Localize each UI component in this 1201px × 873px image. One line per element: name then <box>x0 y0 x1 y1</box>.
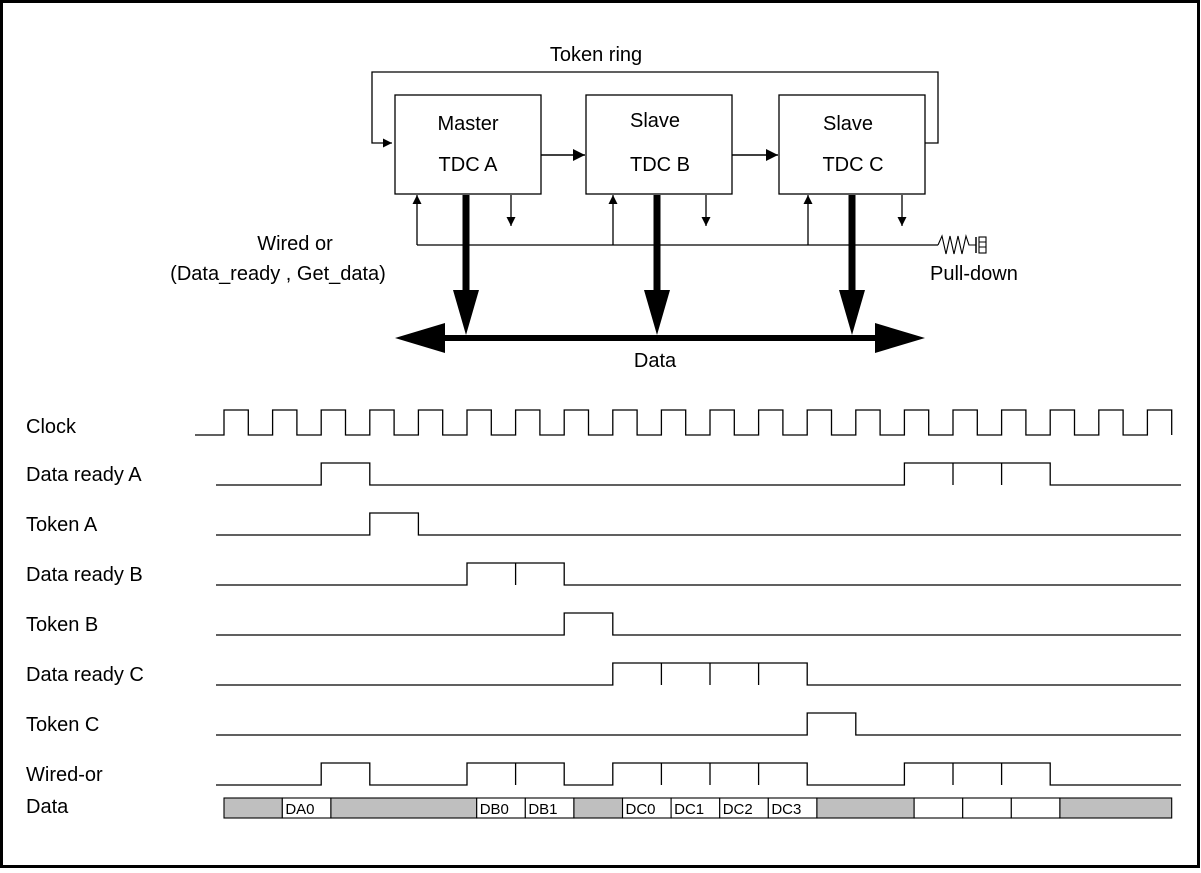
signal-label: Token C <box>26 714 99 736</box>
data-cell <box>573 797 624 819</box>
data-cell-label: DB1 <box>528 801 557 818</box>
tdc-b-box <box>585 94 733 195</box>
data-bus-label: Data <box>634 350 677 372</box>
data-cell <box>1059 797 1173 819</box>
data-cell <box>330 797 478 819</box>
signal-wave <box>216 562 1181 586</box>
wired-or-label: Wired or <box>257 233 333 255</box>
tdc-c-name: TDC C <box>822 154 883 176</box>
signal-wave <box>216 512 1181 536</box>
data-bus-right-head <box>875 323 925 353</box>
tdc-a-name: TDC A <box>439 154 499 176</box>
signal-row: Data ready C <box>26 662 1181 686</box>
data-cell <box>223 797 283 819</box>
pull-down-ground-icon <box>978 236 987 254</box>
signal-label: Token B <box>26 614 98 636</box>
data-row: Data DA0 DB0 DB1 DC0 DC1 DC2 DC3 <box>26 796 1173 819</box>
signal-row: Token B <box>26 612 1181 636</box>
data-out-b-head <box>644 290 670 335</box>
signal-wave <box>216 612 1181 636</box>
timing-diagram: Clock Data ready A Token A Data ready B Tok… <box>26 409 1181 819</box>
clock-wave-path <box>195 409 1173 436</box>
pull-down-resistor <box>937 233 976 255</box>
data-out-c-head <box>839 290 865 335</box>
data-cell-label: DB0 <box>480 801 509 818</box>
data-cell-label: DC3 <box>771 801 801 818</box>
signal-label: Data ready A <box>26 464 142 486</box>
block-diagram: Token ring Master TDC A Slave TDC B Slav… <box>170 44 1018 372</box>
tdc-b-role: Slave <box>630 110 680 132</box>
signal-wave <box>216 462 1181 486</box>
data-out-a-head <box>453 290 479 335</box>
signal-wave <box>216 762 1181 786</box>
signal-row: Wired-or <box>26 762 1181 786</box>
signal-label: Token A <box>26 514 98 536</box>
data-row-label: Data <box>26 796 69 818</box>
signal-rows: Data ready A Token A Data ready B Token B Da… <box>26 462 1181 786</box>
tdc-c-role: Slave <box>823 113 873 135</box>
signal-row: Token C <box>26 712 1181 736</box>
pull-down-label: Pull-down <box>930 263 1018 285</box>
token-ring-loop <box>371 71 939 148</box>
data-cell <box>913 797 964 819</box>
data-cell-label: DC2 <box>723 801 753 818</box>
tdc-b-name: TDC B <box>630 154 690 176</box>
tdc-c-box <box>778 94 926 195</box>
signal-label: Data ready B <box>26 564 143 586</box>
signal-row: Data ready B <box>26 562 1181 586</box>
tdc-a-role: Master <box>437 113 498 135</box>
data-bus-left-head <box>395 323 445 353</box>
signal-label: Wired-or <box>26 764 103 786</box>
data-cell <box>1010 797 1061 819</box>
token-ring-label: Token ring <box>550 44 642 66</box>
signal-label: Data ready C <box>26 664 144 686</box>
signal-wave <box>216 662 1181 686</box>
data-cell-label: DC1 <box>674 801 704 818</box>
tdc-a-box <box>394 94 542 195</box>
wired-or-signals-label: (Data_ready , Get_data) <box>170 263 386 285</box>
signal-row: Token A <box>26 512 1181 536</box>
data-cell-label: DC0 <box>626 801 656 818</box>
data-cell <box>816 797 915 819</box>
signal-wave <box>216 712 1181 736</box>
signal-row: Data ready A <box>26 462 1181 486</box>
clock-waveform <box>195 409 1173 436</box>
data-cell <box>962 797 1012 819</box>
clock-label: Clock <box>26 416 77 438</box>
data-cell-label: DA0 <box>285 801 314 818</box>
